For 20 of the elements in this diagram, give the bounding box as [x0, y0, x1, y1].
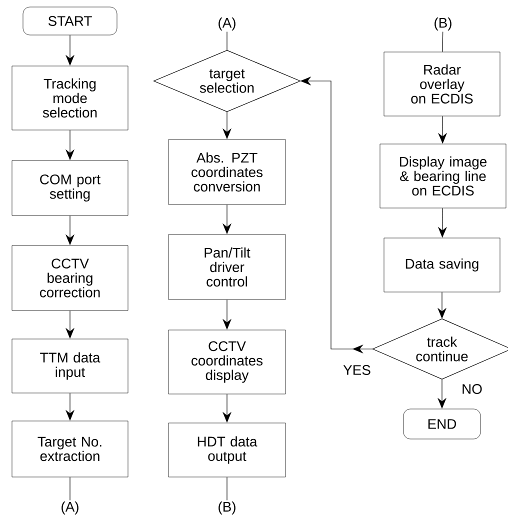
process-box: HDT data output	[168, 422, 286, 478]
connector-label: (A)	[218, 18, 236, 30]
process-box: Data saving	[384, 238, 500, 292]
terminal-box: END	[403, 408, 481, 440]
edge-label: YES	[342, 364, 372, 376]
connector-label: (B)	[218, 502, 236, 514]
process-box: CCTV coordinates display	[168, 330, 286, 394]
process-box: Tracking mode selection	[12, 66, 128, 130]
connector-label: (B)	[434, 18, 452, 30]
process-box: COM port setting	[12, 160, 128, 216]
process-box: Abs. PZT coordinates conversion	[168, 139, 286, 205]
process-box: Target No. extraction	[12, 420, 128, 478]
connector-label: (A)	[62, 502, 78, 514]
process-box: Display image & bearing line on ECDIS	[380, 144, 506, 208]
process-box: TTM data input	[12, 338, 128, 394]
process-box: Pan/Tilt driver control	[168, 234, 286, 300]
process-box: CCTV bearing correction	[12, 245, 128, 311]
edge-label: NO	[460, 383, 484, 395]
terminal-box: START	[22, 6, 118, 36]
process-box: Radar overlay on ECDIS	[384, 52, 500, 116]
